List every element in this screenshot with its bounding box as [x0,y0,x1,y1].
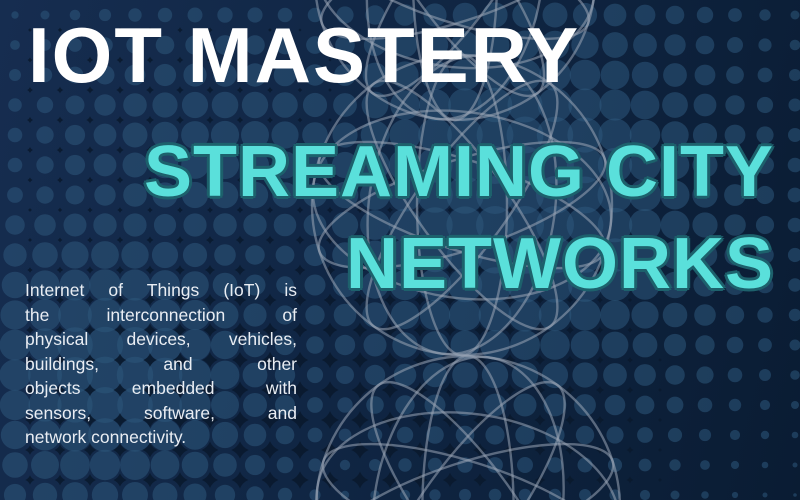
wireframe-globe-icon [315,354,621,500]
body-text-line: sensors, software, and [25,402,297,423]
wireframe-globe-icon [310,53,614,357]
subtitle-line-1: STREAMING CITY [143,132,774,212]
body-text-line: objects embedded with [25,378,297,398]
body-text: Internet of Things (IoT) is the interconn… [25,278,297,450]
wireframe-globe-icon [314,0,596,122]
wireframe-globe-chain [310,0,621,500]
subtitle-line-2: NETWORKS [346,224,774,304]
body-text-line: buildings, and other [25,353,297,374]
body-text-line: Internet of Things (IoT) is [25,280,297,300]
body-text-line: network connectivity. [25,427,187,447]
subtitle: STREAMING CITY NETWORKS [144,126,774,310]
body-text-line: physical devices, vehicles, [25,329,297,349]
body-text-line: the interconnection of [25,304,297,325]
page-title: IOT MASTERY [28,11,581,99]
